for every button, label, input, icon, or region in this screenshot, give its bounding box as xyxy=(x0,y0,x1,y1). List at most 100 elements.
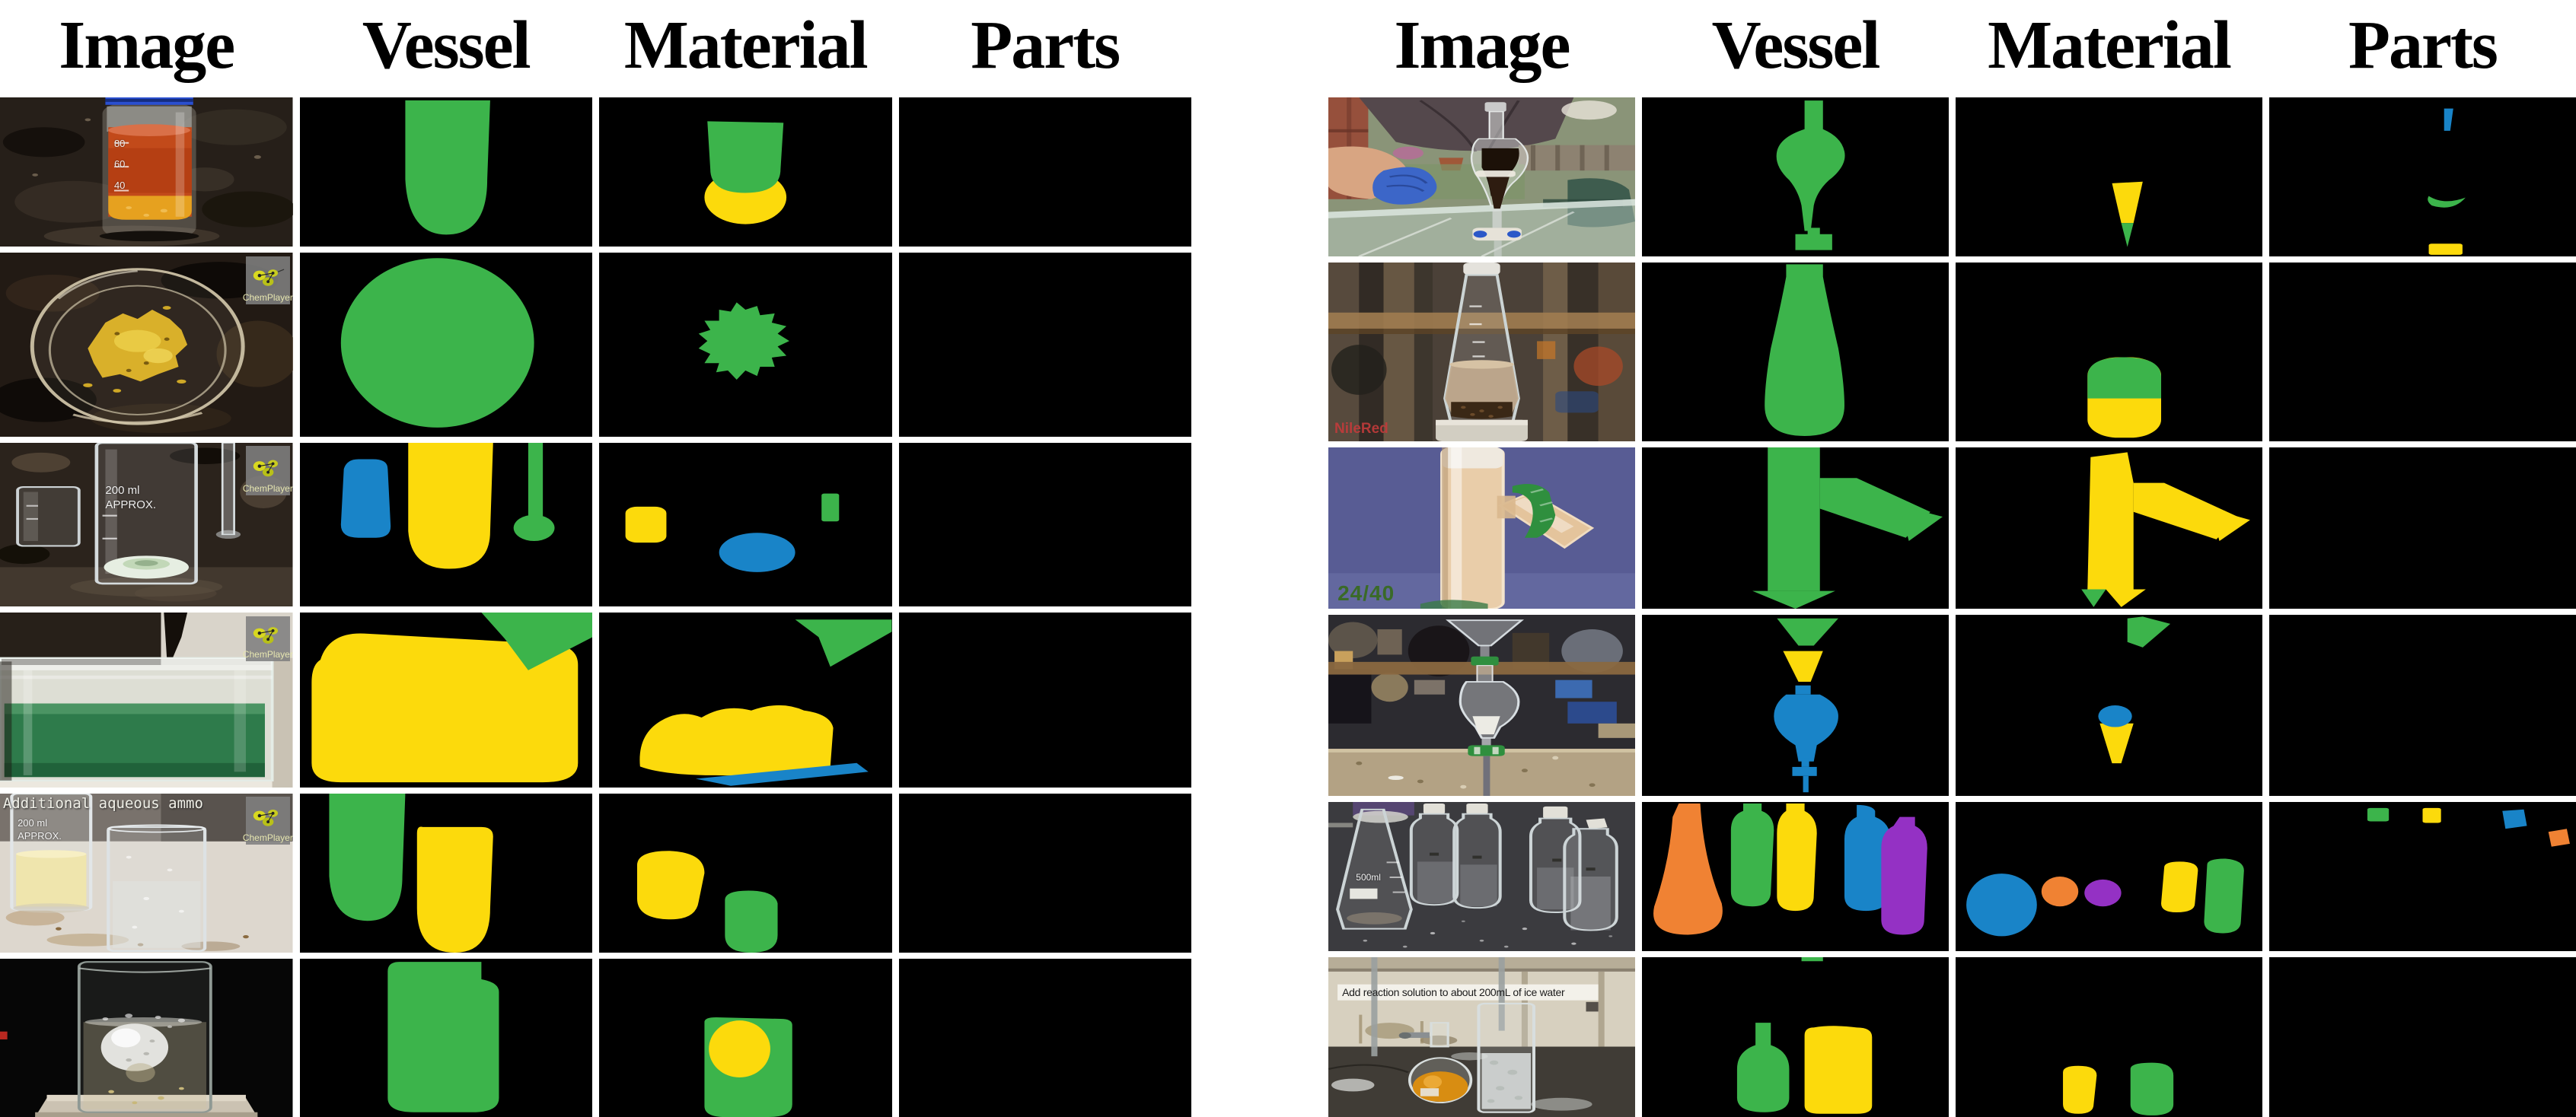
parts-mask-glass-joint xyxy=(2269,447,2576,609)
ammonia-caption: Additional aqueous ammo xyxy=(2,795,203,813)
material-mask-glass-dish-art xyxy=(639,619,892,786)
beaker-200ml-label: 200 ml APPROX. xyxy=(18,817,62,842)
row-two-beakers: Additional aqueous ammo 200 ml APPROX. C… xyxy=(0,794,1191,953)
material-mask-funnel-sep xyxy=(1956,615,2262,796)
photo-glass-dish-art xyxy=(0,613,293,788)
material-mask-jar xyxy=(599,97,892,247)
parts-mask-glass-dish xyxy=(898,613,1191,788)
row-five-bottles: 500ml xyxy=(1328,802,2576,951)
vessel-mask-fizzing-beaker xyxy=(299,959,592,1117)
photo-fizzing-beaker xyxy=(0,959,293,1117)
vessel-mask-five-bottles xyxy=(1642,802,1949,951)
photo-beakers-rod: 200 ml APPROX. ChemPlayer xyxy=(0,443,293,606)
nilered-watermark: NileRed xyxy=(1334,421,1388,438)
photo-fizzing-beaker-art xyxy=(0,959,293,1117)
chemplayer-watermark-label: ChemPlayer xyxy=(242,832,293,843)
photo-funnel-sep-funnel xyxy=(1328,615,1635,796)
parts-mask-jar xyxy=(898,97,1191,247)
left-header-row: Image Vessel Material Parts xyxy=(0,0,1191,91)
parts-mask-two-beakers xyxy=(898,794,1191,953)
vessel-mask-glass-dish-art xyxy=(311,613,592,783)
chemplayer-logo-icon xyxy=(253,460,278,477)
vessel-mask-two-beakers-art xyxy=(328,794,493,953)
parts-mask-sep-funnel-art xyxy=(2428,108,2466,255)
material-mask-two-beakers xyxy=(599,794,892,953)
row-jar-orange-liquid: 80 60 40 xyxy=(0,97,1191,247)
vessel-mask-glass-joint xyxy=(1642,447,1949,609)
joint-size-label: 24/40 xyxy=(1337,581,1395,605)
flask-500ml-label: 500ml xyxy=(1356,872,1381,883)
column-header-image: Image xyxy=(1394,8,1571,83)
material-mask-fizzing-beaker xyxy=(599,959,892,1117)
parts-mask-beakers-rod xyxy=(898,443,1191,606)
column-header-image: Image xyxy=(59,8,235,83)
beaker-200ml-label: 200 ml APPROX. xyxy=(105,483,157,511)
parts-mask-flask-ice xyxy=(2269,957,2576,1117)
material-mask-petri xyxy=(599,253,892,437)
vessel-mask-sep-funnel xyxy=(1642,97,1949,256)
row-funnel-sep-funnel xyxy=(1328,615,2576,796)
vessel-mask-flask-ice xyxy=(1642,957,1949,1117)
photo-jar-orange-liquid: 80 60 40 xyxy=(0,97,293,247)
parts-mask-petri xyxy=(898,253,1191,437)
row-glass-dish: ChemPlayer xyxy=(0,613,1191,788)
material-mask-flask-brown-art xyxy=(2087,357,2162,438)
vessel-mask-sep-funnel-art xyxy=(1776,100,1845,250)
left-panel: Image Vessel Material Parts xyxy=(0,0,1191,1117)
vessel-mask-fizzing-beaker-art xyxy=(387,962,499,1112)
vessel-mask-petri xyxy=(299,253,592,437)
material-mask-glass-joint-art xyxy=(2081,452,2250,607)
photo-funnel-sep-art xyxy=(1328,615,1635,796)
material-mask-jar-art xyxy=(704,121,787,224)
chemplayer-logo-icon xyxy=(253,810,278,826)
column-header-material: Material xyxy=(623,8,869,83)
vessel-mask-flask-brown xyxy=(1642,263,1949,441)
row-flask-brown: NileRed xyxy=(1328,263,2576,441)
vessel-mask-jar-art xyxy=(404,100,490,235)
vessel-mask-flask-ice-art xyxy=(1736,957,1873,1114)
photo-glass-joint-art xyxy=(1328,447,1635,609)
chemplayer-watermark: ChemPlayer xyxy=(243,616,293,662)
row-flask-ice-beaker: Add reaction solution to about 200mL of … xyxy=(1328,957,2576,1117)
row-beakers-rod: 200 ml APPROX. ChemPlayer xyxy=(0,443,1191,606)
parts-mask-five-bottles xyxy=(2269,802,2576,951)
row-fizzing-beaker xyxy=(0,959,1191,1117)
material-mask-two-beakers-art xyxy=(636,851,778,953)
vessel-mask-petri-art xyxy=(340,258,534,428)
vessel-mask-funnel-sep xyxy=(1642,615,1949,796)
vessel-mask-funnel-sep-art xyxy=(1774,618,1838,793)
photo-beakers-rod-art xyxy=(0,443,293,606)
ice-water-caption: Add reaction solution to about 200mL of … xyxy=(1342,985,1565,998)
row-petri-dish: ChemPlayer xyxy=(0,253,1191,437)
parts-mask-sep-funnel xyxy=(2269,97,2576,256)
photo-flask-brown: NileRed xyxy=(1328,263,1635,441)
chemplayer-watermark: ChemPlayer xyxy=(243,256,293,304)
material-mask-flask-ice xyxy=(1956,957,2262,1117)
material-mask-glass-joint xyxy=(1956,447,2262,609)
photo-jar-art xyxy=(0,97,293,247)
parts-mask-fizzing-beaker xyxy=(898,959,1191,1117)
photo-sep-funnel-outdoors xyxy=(1328,97,1635,256)
vessel-mask-glass-joint-art xyxy=(1752,447,1943,609)
parts-mask-five-bottles-art xyxy=(2367,807,2570,847)
right-panel: Image Vessel Material Parts xyxy=(1328,0,2576,1117)
photo-sep-funnel-art xyxy=(1328,97,1635,256)
photo-petri-dish: ChemPlayer xyxy=(0,253,293,437)
vessel-mask-jar xyxy=(299,97,592,247)
vessel-mask-glass-dish xyxy=(299,613,592,788)
material-mask-beakers-rod-art xyxy=(625,493,840,572)
material-mask-flask-ice-art xyxy=(2063,1062,2174,1115)
material-mask-five-bottles xyxy=(1956,802,2262,951)
vessel-mask-beakers-rod xyxy=(299,443,592,606)
material-mask-fizzing-beaker-art xyxy=(704,1017,792,1117)
vessel-mask-flask-brown-art xyxy=(1765,264,1844,436)
column-header-parts: Parts xyxy=(2348,8,2498,83)
material-mask-funnel-sep-art xyxy=(2098,616,2171,764)
material-mask-petri-art xyxy=(698,302,789,380)
material-mask-flask-brown xyxy=(1956,263,2262,441)
material-mask-beakers-rod xyxy=(599,443,892,606)
chemplayer-watermark: ChemPlayer xyxy=(243,446,293,495)
chemplayer-logo-icon xyxy=(253,269,284,286)
parts-mask-flask-brown xyxy=(2269,263,2576,441)
